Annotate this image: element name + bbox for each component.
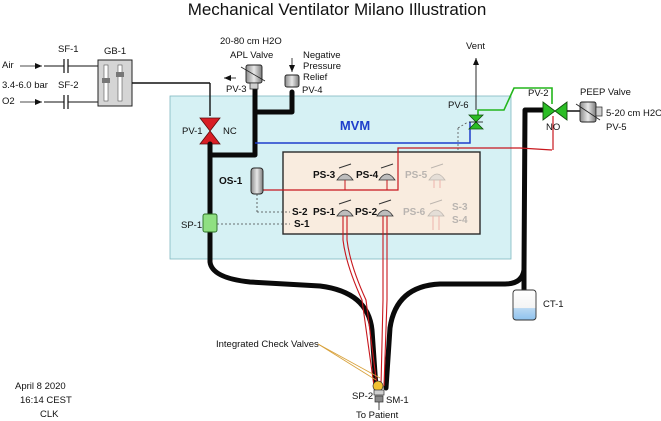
peep-valve-cap [595,106,603,117]
s2-label: S-2 [292,207,308,218]
footer-author: CLK [40,409,59,420]
sm1-label: SM-1 [386,395,409,406]
sensor-enclosure [282,151,481,235]
pv1-label: PV-1 [182,126,203,137]
pv2-valve-icon [542,101,568,121]
ps3-sensor-icon [336,163,354,190]
sensing-tubes [342,216,388,387]
ps6-label: PS-6 [403,207,426,218]
sp2-sensor-body [373,389,385,396]
ps5-sensor-icon [428,163,446,188]
ct1-label: CT-1 [543,299,564,310]
sp1-sensor-body [202,213,218,233]
y-piece-connector [372,380,384,392]
pv6-signal-link [457,121,469,129]
ps2-sensor-icon [376,199,394,217]
tube-pv1-to-apl [207,85,258,158]
neg-pressure-label-2: Pressure [303,61,341,72]
pv4-label: PV-4 [302,85,323,96]
footer-time: 16:14 CEST [20,395,72,406]
apl-range-label: 20-80 cm H2O [220,36,282,47]
sp2-label: SP-2 [352,391,373,402]
sf1-label: SF-1 [58,44,79,55]
ct1-condensate-trap [512,289,537,321]
no-label: NO [546,122,560,133]
apl-valve-body [245,64,263,84]
ps5-label: PS-5 [405,170,428,181]
neg-pressure-label-1: Negative [303,50,341,61]
pv5-label: PV-5 [606,122,627,133]
nc-label: NC [223,126,237,137]
ps6-sensor-icon [427,199,445,230]
os1-label: OS-1 [219,176,243,187]
pv3-label: PV-3 [226,84,247,95]
o2-label: O2 [2,96,15,107]
page-title: Mechanical Ventilator Milano Illustratio… [188,0,487,19]
peep-range-label: 5-20 cm H2O [606,108,661,119]
ps4-label: PS-4 [356,170,379,181]
gb1-label: GB-1 [104,46,126,57]
s4-label: S-4 [452,215,468,226]
apl-valve-stem [249,82,259,90]
apl-valve-spring [240,66,266,82]
pv6-label: PV-6 [448,100,469,111]
s3-label: S-3 [452,202,468,213]
ps4-sensor-icon [378,163,396,190]
gb1-slider-left [102,78,110,83]
ps3-label: PS-3 [313,170,336,181]
apl-valve-label: APL Valve [230,50,273,61]
red-pilot-line [263,147,553,191]
gb1-slider-right [116,72,124,77]
air-label: Air [2,60,14,71]
check-valves-label: Integrated Check Valves [216,339,319,350]
pv4-valve-body [284,74,300,88]
peep-valve-label: PEEP Valve [580,87,631,98]
peep-valve-spring [575,103,601,121]
neg-pressure-label-3: Relief [303,72,328,83]
sm1-mask-connector [374,395,384,403]
footer-date: April 8 2020 [15,381,66,392]
tube-to-pv4 [252,89,295,115]
pv1-valve-icon [199,117,221,145]
ps2-label: PS-2 [355,207,378,218]
check-valves-pointer-a [317,343,377,381]
check-valves-pointer-b [317,343,381,379]
green-peep-line [477,87,553,117]
sf2-label: SF-2 [58,80,79,91]
pv2-label: PV-2 [528,88,549,99]
mvm-label: MVM [340,118,370,133]
ps1-label: PS-1 [313,207,336,218]
gb1-gauge-right [117,64,123,102]
vent-label: Vent [466,41,485,52]
pressure-range-label: 3.4-6.0 bar [2,80,48,91]
to-patient-label: To Patient [356,410,399,421]
ps1-sensor-icon [336,199,354,217]
sp1-label: SP-1 [181,220,202,231]
s1-label: S-1 [294,219,310,230]
os1-sensor-body [250,167,264,195]
